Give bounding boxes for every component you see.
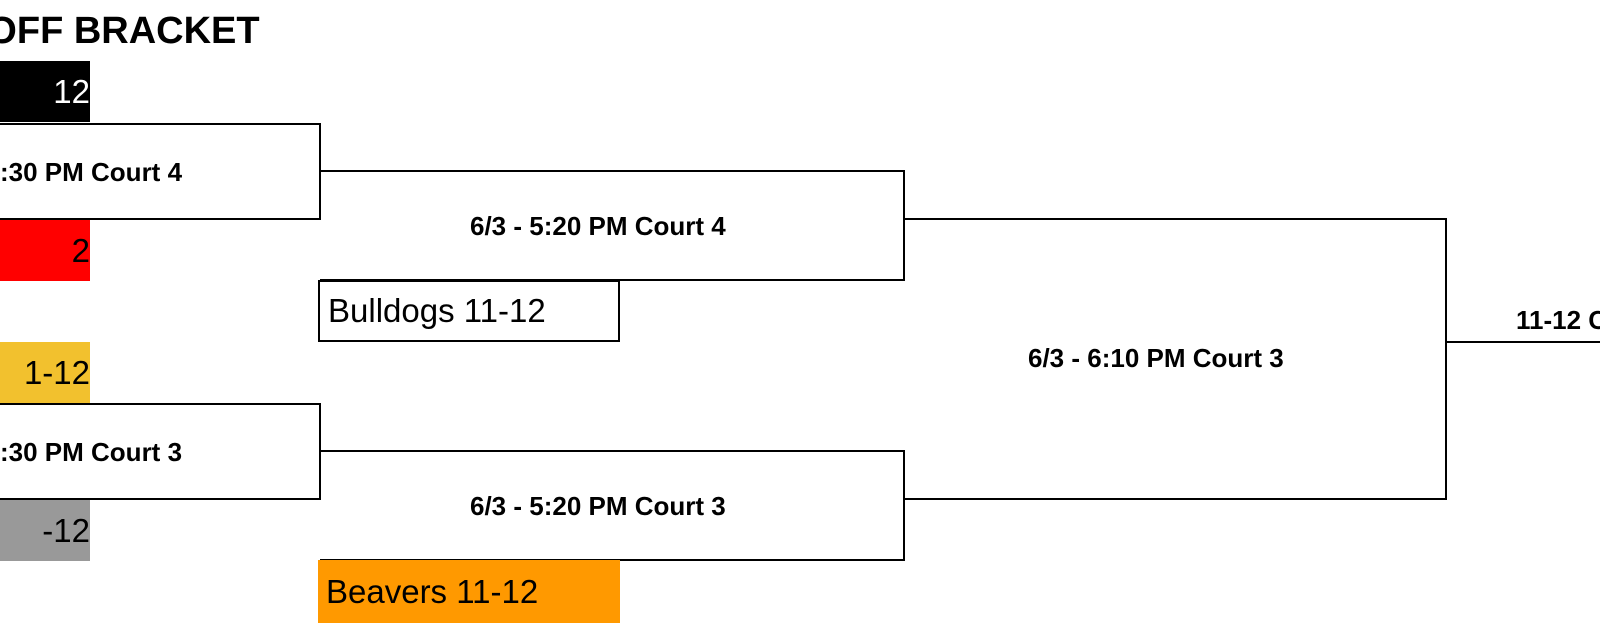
page-title: AYOFF BRACKET: [0, 10, 260, 52]
team-slot-bulldogs: Bulldogs 11-12: [318, 280, 620, 342]
game-label-semi: 6/3 - 6:10 PM Court 3: [1028, 343, 1284, 373]
team-slot-beavers: Beavers 11-12: [318, 560, 620, 623]
bracket-line-semi: [904, 218, 1447, 500]
game-label-r2-top: 6/3 - 5:20 PM Court 4: [470, 211, 726, 241]
game-label-r2-bot: 6/3 - 5:20 PM Court 3: [470, 491, 726, 521]
team-slot-yellow: 1-12: [0, 342, 90, 403]
game-label-r1-bot: :30 PM Court 3: [0, 437, 183, 467]
game-label-r1-top: :30 PM Court 4: [0, 157, 183, 187]
team-slot-black: 12: [0, 61, 90, 122]
team-slot-gray: -12: [0, 500, 90, 561]
team-slot-red: 2: [0, 220, 90, 281]
game-label-final: 11-12 C: [1516, 305, 1600, 335]
